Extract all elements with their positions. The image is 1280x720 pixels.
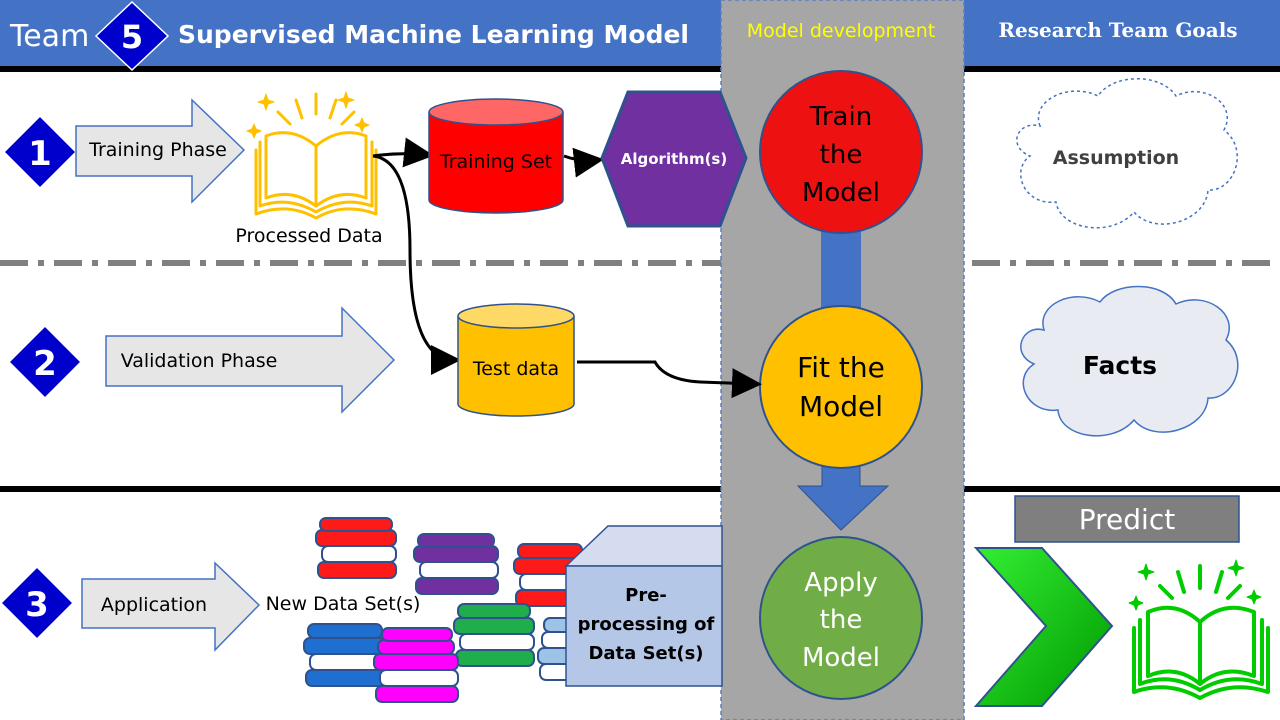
fit-model-line-1: Fit the — [797, 351, 885, 384]
predict-label: Predict — [1079, 503, 1175, 536]
apply-model-line-3: Model — [802, 643, 880, 673]
fit-to-apply-arrow — [796, 465, 890, 531]
new-data-sets-label: New Data Set(s) — [266, 593, 421, 615]
header-band — [0, 0, 1280, 66]
model-development-label: Model development — [747, 20, 935, 42]
predict-box — [1014, 495, 1240, 543]
training-phase-label: Training Phase — [88, 139, 227, 161]
phase-3-number: 3 — [25, 585, 49, 625]
apply-model-circle — [759, 536, 923, 700]
predict-chevron — [973, 547, 1114, 707]
green-book-stack — [453, 603, 535, 667]
team-number: 5 — [121, 18, 143, 56]
research-goals-label: Research Team Goals — [998, 18, 1237, 42]
preprocessing-cube — [564, 525, 723, 687]
page-title: Supervised Machine Learning Model — [178, 20, 689, 49]
purple-book-stack — [413, 533, 499, 595]
train-model-line-2: the — [820, 140, 863, 170]
processed-data-book-icon — [246, 91, 378, 220]
train-to-fit-arrow — [821, 228, 861, 312]
apply-model-line-2: the — [820, 605, 863, 635]
preprocessing-line-2: processing of — [578, 614, 715, 635]
phase-divider-solid — [0, 486, 1280, 492]
phase-2-badge: 2 — [7, 324, 83, 400]
connector-data-to-test — [372, 154, 461, 375]
assumption-label: Assumption — [1053, 147, 1179, 169]
test-data-cylinder — [457, 303, 575, 417]
validation-phase-arrow — [105, 306, 396, 414]
fit-model-circle — [759, 305, 923, 469]
assumption-cloud — [1016, 78, 1238, 229]
phase-1-number: 1 — [28, 134, 52, 174]
team-number-badge: 5 — [94, 0, 170, 72]
phase-1-badge: 1 — [2, 114, 78, 190]
train-model-line-3: Model — [802, 178, 880, 208]
algorithm-hexagon — [600, 90, 748, 228]
connector-training-to-algorithm — [563, 147, 604, 178]
train-model-line-1: Train — [809, 102, 872, 132]
apply-model-line-1: Apply — [804, 568, 877, 598]
fit-model-line-2: Model — [799, 390, 883, 423]
train-model-circle — [759, 70, 923, 234]
connector-test-to-fit — [577, 360, 762, 399]
test-data-label: Test data — [472, 358, 559, 380]
blue-book-stack — [303, 623, 387, 687]
processed-data-label: Processed Data — [235, 225, 382, 247]
preprocessing-line-3: Data Set(s) — [588, 643, 703, 664]
facts-cloud — [1020, 285, 1239, 437]
predicted-data-book-icon — [1128, 559, 1270, 700]
algorithm-label: Algorithm(s) — [621, 150, 727, 168]
magenta-book-stack — [373, 627, 459, 703]
team-label: Team — [9, 19, 89, 54]
red-book-stack — [315, 517, 397, 579]
phase-3-badge: 3 — [0, 565, 75, 641]
training-phase-arrow — [75, 98, 246, 204]
training-set-cylinder — [428, 98, 564, 214]
connector-data-to-training — [372, 137, 434, 168]
preprocessing-line-1: Pre- — [625, 585, 667, 606]
validation-phase-label: Validation Phase — [121, 350, 278, 372]
header-rule — [0, 66, 1280, 72]
application-arrow — [81, 561, 261, 652]
application-label: Application — [101, 594, 207, 616]
facts-label: Facts — [1083, 351, 1157, 380]
training-set-label: Training Set — [439, 151, 552, 173]
phase-2-number: 2 — [33, 344, 57, 384]
